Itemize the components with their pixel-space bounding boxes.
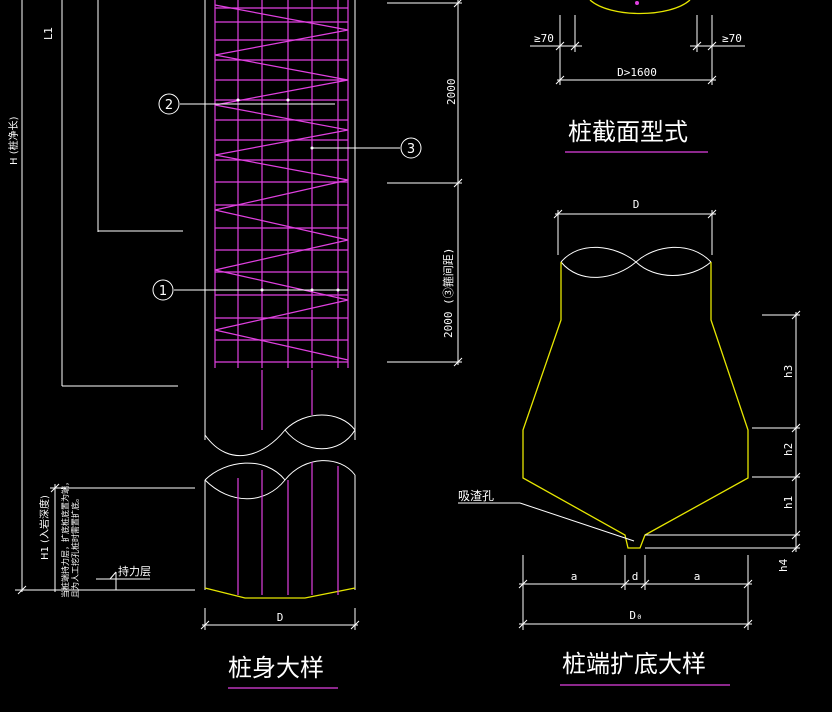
note-line-2: 且为人工挖孔桩时需置扩底。	[70, 494, 80, 598]
callout-1	[152, 279, 174, 301]
callout-2-number: 2	[165, 98, 173, 113]
end-h2-label: h2	[782, 443, 795, 456]
end-h3-label: h3	[782, 365, 795, 378]
end-d-small-label: d	[632, 570, 639, 583]
section-ge70-left: ≥70	[534, 32, 554, 45]
callout-1-number: 1	[159, 284, 167, 299]
h-full-label: H (桩净长)	[7, 116, 20, 165]
callout-3-number: 3	[407, 142, 415, 157]
callout-3	[400, 137, 422, 159]
l1-label: L1	[42, 27, 55, 40]
callout-2	[158, 93, 180, 115]
end-d-label: D	[633, 198, 640, 211]
end-h4-label: h4	[777, 558, 790, 572]
section-ge70-right: ≥70	[722, 32, 742, 45]
note-line-1: 当桩端持力层，扩底桩底置为端，	[60, 478, 70, 598]
end-h1-label: h1	[782, 496, 795, 509]
section-d-label: D>1600	[617, 66, 657, 79]
dim-2000-top: 2000	[445, 79, 458, 106]
pile-body-detail: 2 3 1 L1 H (桩净长) H1 (入岩深度) 当桩端持力层，扩底桩底置为…	[7, 0, 463, 689]
h1-label: H1 (入岩深度)	[38, 495, 51, 560]
pile-section-title: 桩截面型式	[568, 118, 688, 146]
body-d-label: D	[277, 611, 284, 624]
pile-body-title: 桩身大样	[228, 654, 324, 682]
dim-2000-bottom: 2000 (③箍间距)	[441, 248, 455, 338]
pile-section-detail: ≥70 ≥70 D>1600 桩截面型式	[530, 0, 745, 153]
spiral-rebar	[214, 4, 349, 361]
end-a-right-label: a	[694, 570, 701, 583]
pile-end-detail: D h3 h2 h1 h4 a d a	[458, 198, 801, 686]
end-a-left-label: a	[571, 570, 578, 583]
bearing-layer-label: 持力层	[118, 564, 151, 578]
end-d0-label: D₀	[629, 609, 642, 622]
stirrup-lines	[215, 7, 348, 363]
pile-end-title: 桩端扩底大样	[562, 650, 706, 678]
slag-hole-label: 吸渣孔	[458, 489, 494, 503]
